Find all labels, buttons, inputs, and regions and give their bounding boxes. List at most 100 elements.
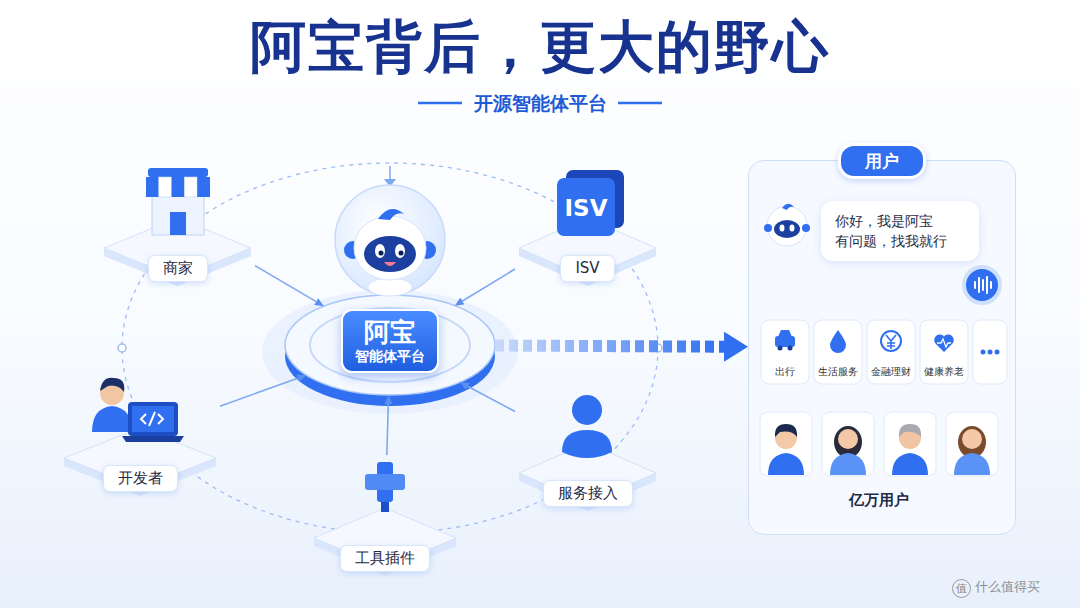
subtitle-dash [418, 102, 462, 105]
developer-tile [64, 428, 216, 488]
robot-mascot [335, 185, 445, 296]
voice-button [974, 282, 976, 288]
label-plaque: ISV [560, 255, 614, 282]
node-text: 商家 [163, 259, 193, 277]
robot-avatar [790, 225, 795, 232]
service-icon [981, 350, 986, 355]
node-text: 金融理财 [871, 366, 911, 378]
label-holder: 值 [952, 579, 971, 598]
user-avatar [962, 429, 982, 449]
service-access-tile [519, 395, 656, 511]
node-text: ISV [575, 259, 599, 277]
store-tile [148, 168, 208, 177]
isv-tile [519, 170, 656, 286]
service-access-tile [572, 395, 602, 425]
robot-mascot [368, 278, 412, 296]
user-panel: 用户你好，我是阿宝 有问题，找我就行出行生活服务金融理财健康养老 [748, 160, 1016, 535]
node-text: 服务接入 [558, 484, 618, 502]
label-plaque: 开发者 [103, 465, 178, 492]
watermark: 什么值得买 [975, 577, 1040, 597]
plugin-tile [314, 508, 456, 568]
node-text: 阿宝 [355, 317, 425, 347]
page-title: 阿宝背后，更大的野心 [250, 16, 830, 78]
user-avatar [838, 429, 858, 449]
node-text: 工具插件 [355, 549, 415, 567]
flow-arrow [387, 404, 388, 455]
plugin-tile [365, 474, 405, 490]
robot-mascot [364, 236, 416, 272]
label-holder: ISV [565, 195, 608, 221]
service-tile: 健康养老 [920, 321, 968, 385]
service-access-tile [562, 430, 612, 458]
service-card [761, 320, 809, 384]
store-tile [197, 177, 210, 197]
developer-tile [128, 402, 178, 436]
service-card [814, 320, 862, 384]
node-text: 健康养老 [924, 366, 964, 378]
user-avatar [899, 424, 921, 437]
panel-heading: 用户 [838, 143, 926, 179]
node-text: 你好，我是阿宝 有问题，找我就行 [835, 211, 965, 251]
service-icon [934, 334, 954, 352]
flow-arrow [255, 266, 316, 302]
service-card [761, 320, 1007, 384]
robot-mascot [335, 185, 445, 295]
voice-button [975, 277, 991, 293]
platform-disc [262, 290, 518, 414]
robot-mascot [395, 244, 405, 258]
service-icon [995, 350, 1000, 355]
service-tile: 出行 [761, 321, 809, 385]
panel-ground [748, 160, 1016, 535]
robot-mascot [378, 209, 404, 220]
watermark-icon: 值 [952, 579, 971, 598]
robot-mascot [384, 262, 396, 266]
voice-button [986, 277, 988, 293]
robot-avatar [764, 204, 810, 246]
partner-tile: ISV [515, 160, 660, 290]
label-holder: 什么值得买 [975, 577, 1040, 597]
platform-disc [285, 295, 495, 395]
service-icon [775, 336, 795, 347]
plugin-tile [314, 462, 456, 576]
user-avatar [892, 453, 928, 475]
store-tile [104, 168, 251, 286]
platform-disc [262, 290, 518, 414]
group-label: 亿万用户 [849, 491, 909, 509]
store-tile [172, 177, 185, 197]
voice-button [964, 267, 1000, 303]
user-avatar [884, 412, 936, 476]
service-icon [881, 331, 901, 351]
node-text: 智能体平台 [355, 347, 425, 365]
user-avatar [760, 412, 998, 476]
flow-arrow [220, 378, 298, 406]
partner-tile: 工具插件 [310, 455, 460, 580]
robot-avatar [780, 225, 785, 232]
orbit-ring [389, 166, 391, 180]
service-icon [788, 346, 793, 351]
developer-tile [100, 378, 124, 392]
service-icon [775, 330, 1000, 355]
service-icon [937, 339, 951, 347]
platform-disc [310, 308, 470, 382]
service-icon [778, 346, 783, 351]
user-avatar [775, 424, 797, 437]
developer-tile [122, 436, 184, 442]
robot-avatar [767, 206, 807, 246]
plugin-tile [381, 502, 389, 512]
developer-tile [141, 412, 163, 426]
partner-tile: 服务接入 [515, 385, 660, 515]
isv-tile [557, 178, 615, 236]
user-avatar [822, 412, 874, 476]
service-icon [886, 335, 896, 349]
title-holder: 阿宝背后，更大的野心 [250, 16, 830, 78]
robot-mascot [399, 251, 404, 256]
robot-avatar [802, 224, 810, 232]
node-text: 开发者 [118, 469, 163, 487]
robot-avatar [774, 220, 800, 238]
store-tile [170, 212, 186, 235]
robot-mascot [379, 251, 384, 256]
label-plaque: 服务接入 [543, 480, 633, 507]
store-tile [184, 177, 197, 197]
